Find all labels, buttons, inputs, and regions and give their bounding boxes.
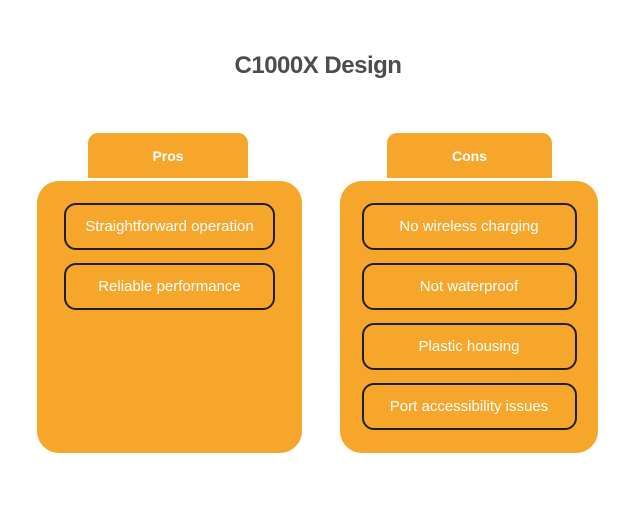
cons-item-plastic-housing: Plastic housing: [361, 323, 577, 370]
cons-item-no-wireless-charging: No wireless charging: [361, 203, 577, 250]
pros-item-straightforward-operation: Straightforward operation: [64, 203, 275, 250]
pros-panel: Straightforward operation Reliable perfo…: [37, 181, 302, 453]
cons-tab: Cons: [387, 133, 552, 178]
pros-tab: Pros: [88, 133, 248, 178]
cons-item-port-accessibility-issues: Port accessibility issues: [361, 383, 577, 430]
cons-panel: No wireless charging Not waterproof Plas…: [340, 181, 598, 453]
cons-item-not-waterproof: Not waterproof: [361, 263, 577, 310]
page-title: C1000X Design: [234, 52, 402, 79]
pros-item-reliable-performance: Reliable performance: [64, 263, 275, 310]
